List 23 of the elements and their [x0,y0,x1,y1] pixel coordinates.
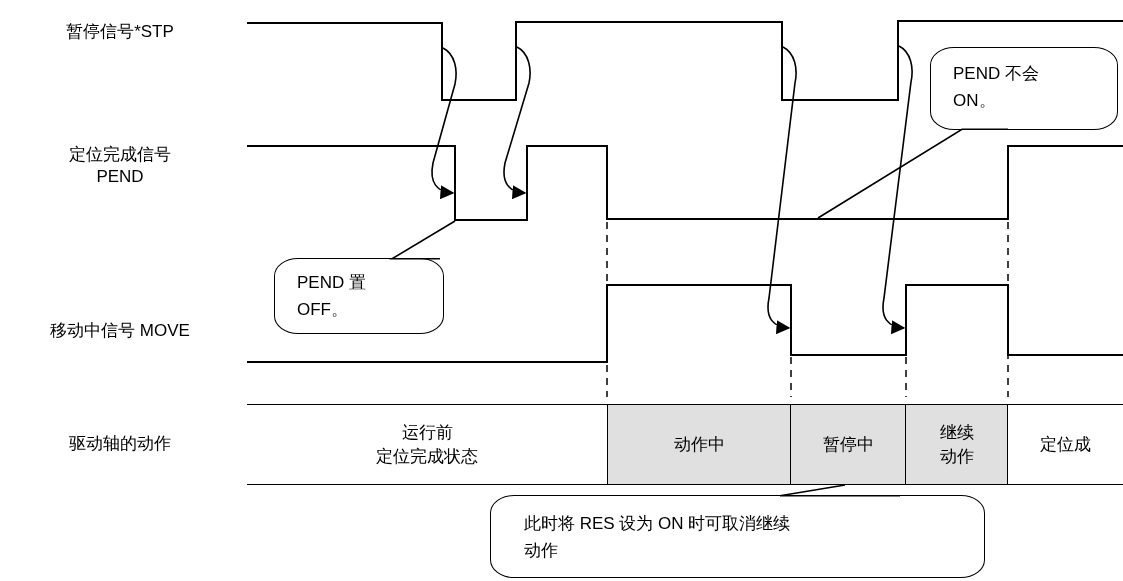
callout-bubble [274,258,444,334]
state-cell: 动作中 [607,405,791,485]
callout-text: PEND 不会 ON。 [953,63,1040,112]
signal-transition-line [454,146,456,220]
cause-arrow [503,46,531,199]
callout-text: 此时将 RES 设为 ON 时可取消继续动作 [524,513,792,562]
signal-transition-line [515,22,517,100]
signal-label: 暂停信号*STP [66,21,174,43]
state-cell: 暂停中 [791,405,906,485]
cause-arrow [882,45,913,334]
state-cell: 继续动作 [906,405,1008,485]
cause-arrow [431,47,457,199]
signal-transition-line [441,23,443,100]
callout-bubble [930,47,1118,130]
signal-transition-line [781,22,783,100]
cause-arrow [767,46,797,334]
signal-label: 定位完成信号 PEND [68,144,172,188]
callout-bubble [490,495,985,578]
row-header: 驱动轴的动作 [69,433,171,455]
callout-text: PEND 置 OFF。 [297,272,367,321]
signal-transition-line [526,146,528,220]
signal-transition-line [897,21,899,100]
signal-label: 移动中信号 MOVE [50,320,190,342]
